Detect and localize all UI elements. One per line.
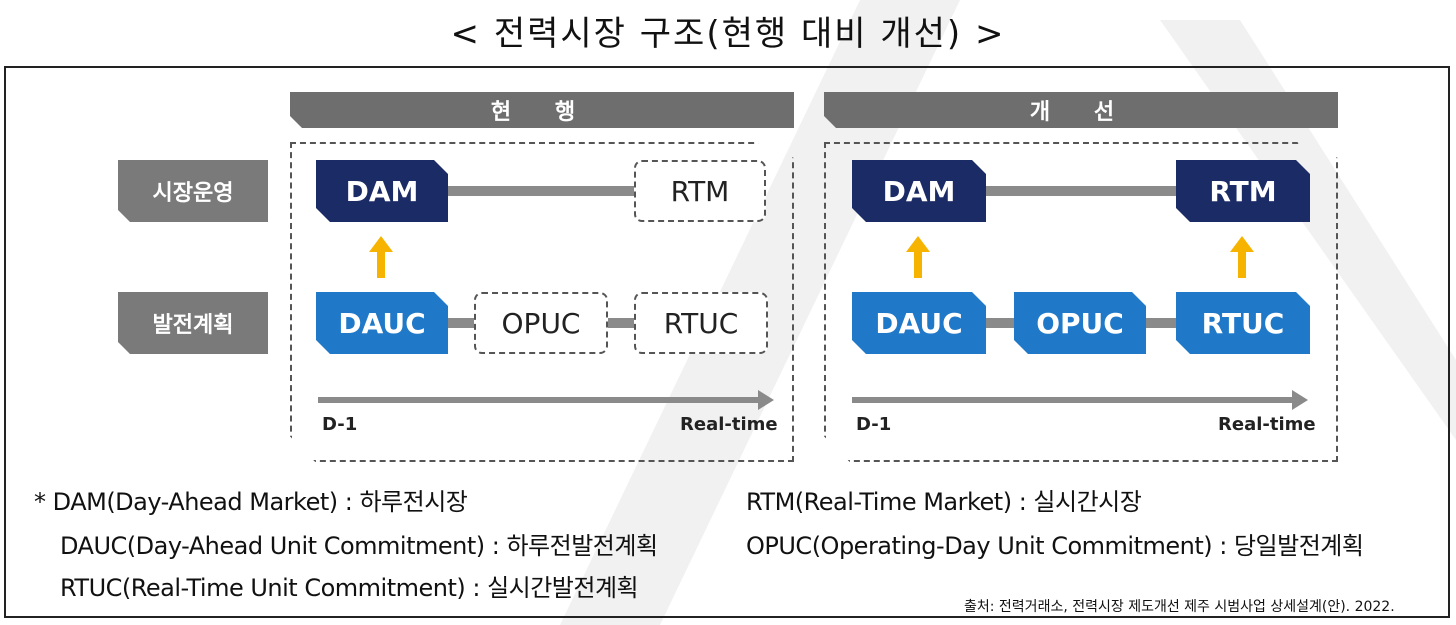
arrow-right-icon xyxy=(1292,390,1308,410)
timeline-start-label: D-1 xyxy=(856,414,892,435)
connector-opuc-rtuc-current xyxy=(606,318,638,328)
rtuc-box-improved: RTUC xyxy=(1176,292,1310,354)
connector-dauc-opuc-improved xyxy=(984,318,1018,328)
panel-improved xyxy=(824,142,1338,462)
panel-current xyxy=(290,142,794,462)
row-label-plan: 발전계획 xyxy=(118,292,268,354)
dauc-box-improved: DAUC xyxy=(852,292,986,354)
timeline-start-label: D-1 xyxy=(322,414,358,435)
rtm-box-improved: RTM xyxy=(1176,160,1310,222)
source-citation: 출처: 전력거래소, 전력시장 제도개선 제주 시범사업 상세설계(안). 20… xyxy=(964,599,1395,615)
timeline-end-label: Real-time xyxy=(1218,414,1316,435)
connector-dam-rtm-improved xyxy=(984,186,1178,196)
timeline-improved xyxy=(852,397,1292,403)
opuc-box-improved: OPUC xyxy=(1014,292,1146,354)
opuc-box-current: OPUC xyxy=(474,292,608,354)
diagram-frame xyxy=(4,66,1450,618)
rtuc-box-current: RTUC xyxy=(634,292,768,354)
dam-box-current: DAM xyxy=(316,160,448,222)
connector-opuc-rtuc-improved xyxy=(1144,318,1178,328)
arrow-right-icon xyxy=(758,390,774,410)
header-improved: 개 선 xyxy=(824,92,1338,128)
dam-box-improved: DAM xyxy=(852,160,986,222)
note-dauc: DAUC(Day-Ahead Unit Commitment) : 하루전발전계… xyxy=(60,532,658,560)
connector-dauc-opuc-current xyxy=(446,318,478,328)
timeline-end-label: Real-time xyxy=(680,414,778,435)
rtm-box-current: RTM xyxy=(634,160,766,222)
note-rtm: RTM(Real-Time Market) : 실시간시장 xyxy=(746,488,1142,516)
arrow-up-icon xyxy=(369,236,393,278)
arrow-up-icon xyxy=(1230,236,1254,278)
note-dam: * DAM(Day-Ahead Market) : 하루전시장 xyxy=(34,488,468,516)
timeline-current xyxy=(318,397,758,403)
header-current: 현 행 xyxy=(290,92,794,128)
note-opuc: OPUC(Operating-Day Unit Commitment) : 당일… xyxy=(746,532,1364,560)
connector-dam-rtm-current xyxy=(446,186,636,196)
dauc-box-current: DAUC xyxy=(316,292,448,354)
row-label-market: 시장운영 xyxy=(118,160,268,222)
arrow-up-icon xyxy=(906,236,930,278)
page-title: < 전력시장 구조(현행 대비 개선) > xyxy=(450,14,1006,54)
note-rtuc: RTUC(Real-Time Unit Commitment) : 실시간발전계… xyxy=(60,574,639,602)
